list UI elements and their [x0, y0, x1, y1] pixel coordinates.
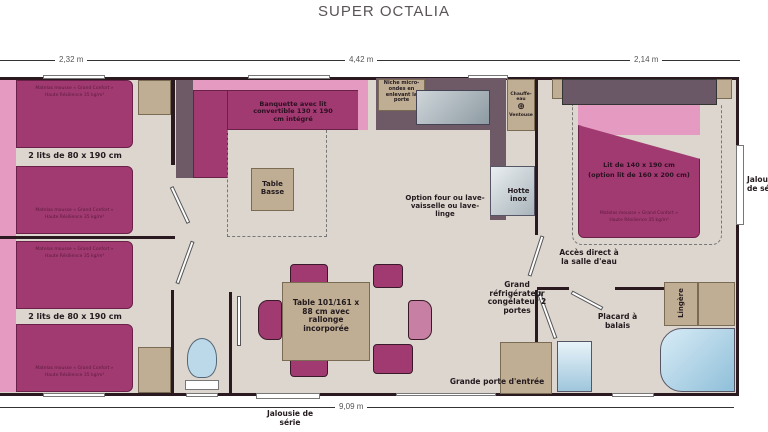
door[interactable] — [237, 296, 241, 346]
single-bed: Matelas mousse « Grand Confort »Haute Ré… — [16, 80, 133, 148]
wall — [535, 77, 538, 235]
banquette: Banquette avec lit convertible 130 x 190… — [227, 90, 359, 130]
coffee-table: Table Basse — [251, 168, 294, 211]
window — [736, 145, 744, 225]
bed-outline — [227, 130, 327, 237]
entrance-label: Grande porte d'entrée — [449, 377, 545, 386]
window — [43, 393, 105, 397]
bed-outline — [572, 105, 722, 245]
window — [248, 75, 330, 79]
bunk-label: 2 lits de 80 x 190 cm — [28, 312, 122, 321]
window — [43, 75, 105, 79]
banquette-back — [193, 80, 368, 90]
plan-title: SUPER OCTALIA — [318, 3, 450, 20]
bunk-label: 2 lits de 80 x 190 cm — [28, 151, 122, 160]
single-bed: Matelas mousse « Grand Confort »Haute Ré… — [16, 166, 133, 234]
wall — [171, 77, 175, 165]
window — [186, 393, 218, 397]
sink-icon — [416, 90, 490, 125]
wardrobe — [138, 80, 171, 115]
entrance-door — [396, 393, 496, 396]
wardrobe — [138, 347, 171, 393]
jalousie-right-label: Jalousie de série — [747, 175, 768, 193]
linen-cupboard: Lingère — [664, 282, 698, 326]
wall — [229, 292, 232, 395]
banquette-arm — [358, 90, 368, 130]
double-bed-option: (option lit de 160 x 200 cm) — [588, 171, 690, 179]
water-heater: Chauffe-eau ⊕ Ventouse — [507, 79, 535, 131]
wall — [537, 287, 569, 290]
wall — [615, 287, 665, 290]
chair — [373, 264, 403, 288]
partition-wall — [0, 236, 175, 239]
banquette-back — [176, 80, 193, 178]
dimension-right: 2,14 m — [630, 55, 663, 64]
single-bed: Matelas mousse « Grand Confort »Haute Ré… — [16, 241, 133, 309]
oven-option-label: Option four ou lave-vaisselle ou lave-li… — [405, 194, 485, 219]
single-bed: Matelas mousse « Grand Confort »Haute Ré… — [16, 324, 133, 392]
mattress-note: Matelas mousse « Grand Confort »Haute Ré… — [599, 211, 679, 224]
toilet-icon — [187, 338, 217, 378]
washbasin-icon — [557, 341, 592, 392]
headboard — [562, 79, 717, 105]
access-label: Accès direct à la salle d'eau — [559, 248, 619, 266]
window — [612, 393, 654, 397]
chair — [258, 300, 282, 340]
toilet-tank — [185, 380, 219, 390]
pillows — [578, 105, 700, 135]
fridge-label: Grand réfrigérateur congélateur 2 portes — [487, 280, 547, 315]
dimension-middle: 4,42 m — [345, 55, 378, 64]
banquette-arm — [193, 90, 228, 178]
dining-table: Table 101/161 x 88 cm avec rallonge inco… — [282, 282, 370, 361]
fridge — [500, 342, 552, 394]
hanging-rail — [698, 282, 735, 326]
double-bed-label: Lit de 140 x 190 cm — [603, 161, 675, 169]
shower-tray — [660, 328, 735, 392]
dimension-total: 9,09 m — [335, 402, 368, 411]
cooker-hood: Hotte inox — [490, 166, 535, 216]
chair — [408, 300, 432, 340]
wall — [171, 290, 174, 395]
broom-cupboard-label: Placard à balais — [597, 312, 638, 330]
dimension-left: 2,32 m — [55, 55, 88, 64]
chair — [373, 344, 413, 374]
window — [256, 393, 320, 399]
jalousie-bottom-label: Jalousie de série — [266, 409, 314, 427]
